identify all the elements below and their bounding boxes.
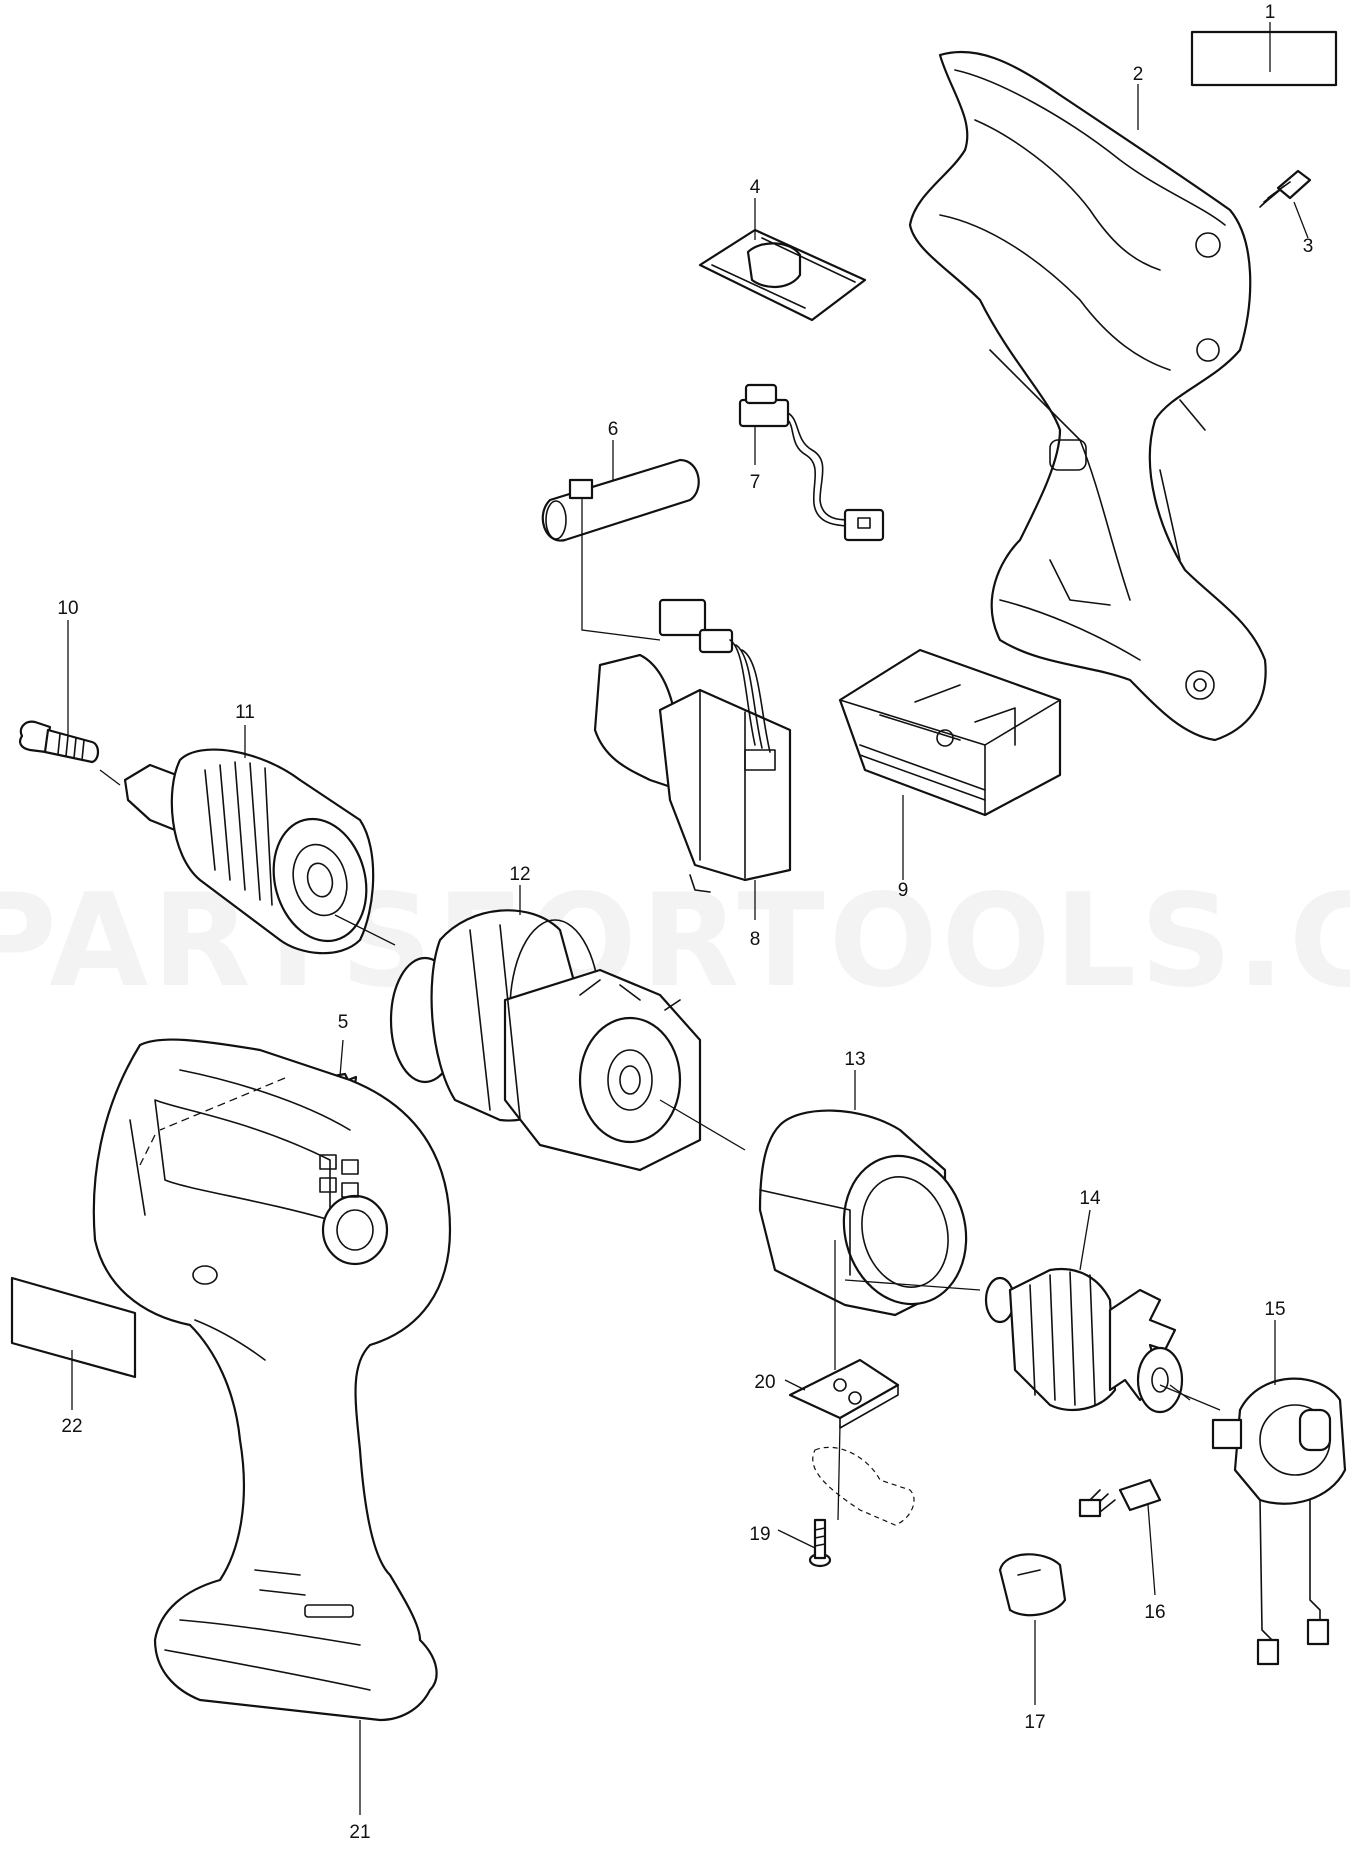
callout-13: 13 [844,1049,865,1070]
callout-3: 3 [1303,236,1314,257]
part-4-switch-plate[interactable] [698,228,867,322]
callout-1: 1 [1265,2,1276,23]
leader-lines [67,22,1309,1815]
callout-6: 6 [608,419,619,440]
callout-22: 22 [61,1416,82,1437]
part-16-carbon-brush[interactable] [1078,1478,1162,1518]
part-13-magnet-sleeve[interactable] [758,1109,982,1318]
part-11-keyless-chuck[interactable] [123,748,380,955]
callout-11: 11 [235,702,255,723]
callout-19: 19 [749,1524,770,1545]
callout-5: 5 [338,1012,349,1033]
part-22-label-plate[interactable] [10,1276,137,1379]
callout-20: 20 [754,1372,775,1393]
part-7-wired-connector[interactable] [738,383,885,542]
callout-numbers: 1 2 3 4 5 6 7 8 9 10 11 12 13 14 15 16 1… [57,2,1313,1843]
part-2-housing-right[interactable] [908,50,1267,742]
callout-21: 21 [349,1822,370,1843]
part-1-label-plate[interactable] [1190,30,1338,87]
part-20-bracket-plate[interactable] [788,1358,915,1526]
callout-2: 2 [1133,64,1144,85]
callout-15: 15 [1264,1299,1285,1320]
callout-10: 10 [57,598,78,619]
callout-12: 12 [509,864,530,885]
part-3-screw[interactable] [1259,169,1312,208]
callout-14: 14 [1079,1188,1101,1209]
part-12-gear-assembly[interactable] [389,909,702,1172]
callout-17: 17 [1024,1712,1045,1733]
callout-8: 8 [750,929,761,950]
part-10-screw[interactable] [19,720,100,764]
callout-16: 16 [1144,1602,1165,1623]
callout-9: 9 [898,880,909,901]
part-8-trigger-switch[interactable] [593,598,792,893]
watermark-text: REPARTSFORTOOLS.COM [0,867,1350,1016]
part-6-lever-bar[interactable] [541,458,700,542]
part-17-brush-cap[interactable] [998,1553,1067,1617]
part-21-housing-left[interactable] [92,1038,452,1722]
part-19-screw[interactable] [808,1518,832,1568]
callout-7: 7 [750,472,761,493]
part-9-control-module[interactable] [838,648,1062,817]
part-14-armature[interactable] [984,1267,1184,1414]
part-15-brush-holder[interactable] [1211,1377,1347,1666]
callout-4: 4 [750,177,761,198]
